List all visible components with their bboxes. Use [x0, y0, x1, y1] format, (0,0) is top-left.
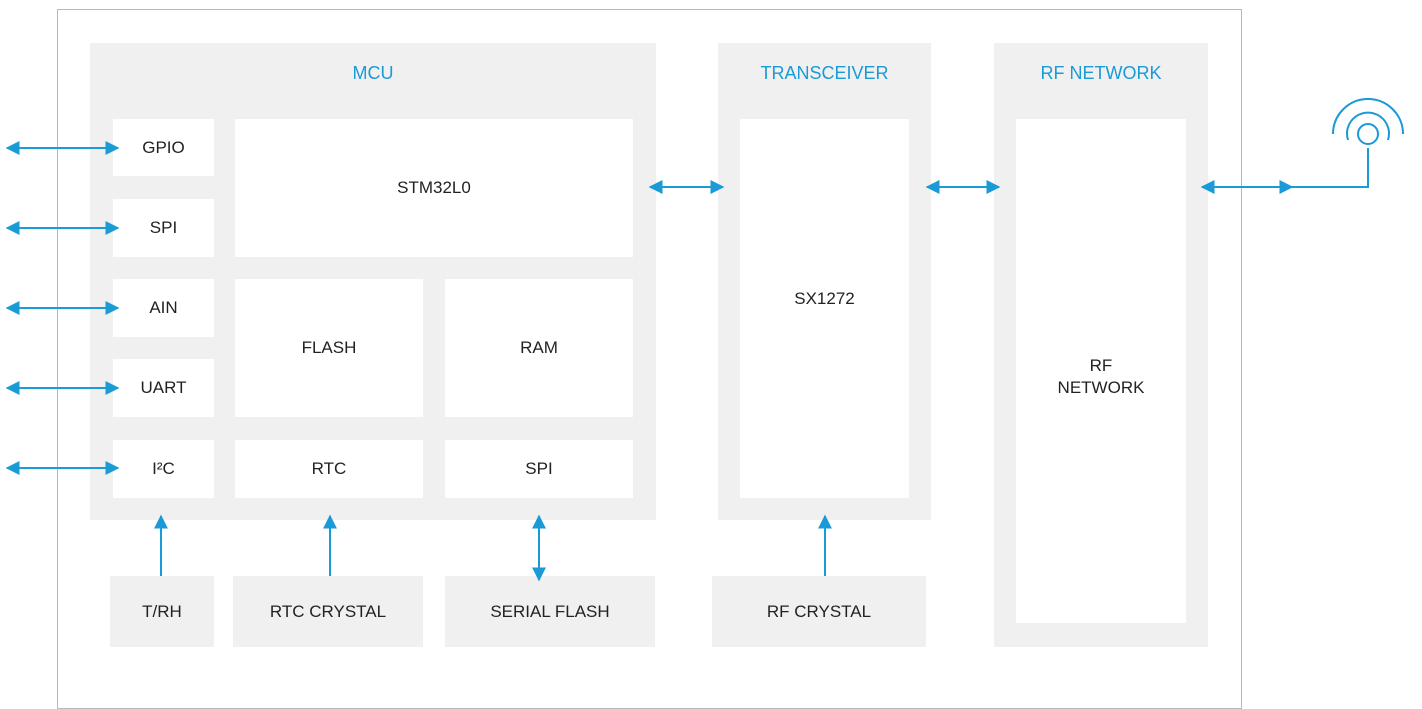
rtc-crystal-block: RTC CRYSTAL [233, 576, 423, 647]
rf-crystal-block: RF CRYSTAL [712, 576, 926, 647]
mcu-title: MCU [352, 63, 394, 83]
antenna-icon [1332, 98, 1404, 145]
rtc-block: RTC [235, 440, 423, 498]
spi-port-block: SPI [113, 199, 214, 257]
transceiver-title: TRANSCEIVER [760, 63, 889, 83]
stm32l0-block: STM32L0 [235, 119, 633, 257]
uart-block: UART [113, 359, 214, 417]
rf-network-block: RF NETWORK [1016, 119, 1186, 623]
rf-network-label-line2: NETWORK [1057, 378, 1145, 397]
sx1272-block: SX1272 [740, 119, 909, 498]
rf-network-title: RF NETWORK [1040, 63, 1162, 83]
flash-block: FLASH [235, 279, 423, 417]
ain-block: AIN [113, 279, 214, 337]
ram-block: RAM [445, 279, 633, 417]
rf-antenna-link [1200, 148, 1369, 194]
spi-bus-block: SPI [445, 440, 633, 498]
gpio-block: GPIO [113, 119, 214, 176]
connection-arrows [5, 98, 1404, 582]
trh-sensor-block: T/RH [110, 576, 214, 647]
serial-flash-block: SERIAL FLASH [445, 576, 655, 647]
rf-network-label-line1: RF [1089, 356, 1113, 375]
i2c-block: I²C [113, 440, 214, 498]
sx1272-label: SX1272 [794, 289, 855, 308]
